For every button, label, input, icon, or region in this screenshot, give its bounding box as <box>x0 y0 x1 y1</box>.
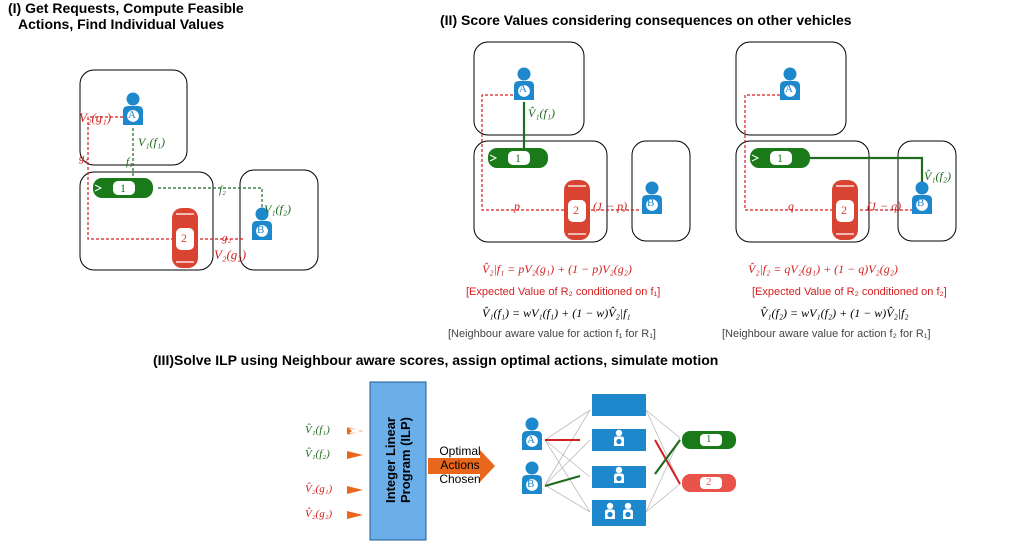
label-car2-p3: 2 <box>706 476 712 488</box>
input-vhat1f2: V̂₁(f₂) <box>305 448 330 460</box>
eq-right-1: V̂₂|f₂ = qV₂(g₁) + (1 − q)V₂(g₂) <box>748 262 898 276</box>
eq-right-3: V̂₁(f₂) = wV₁(f₂) + (1 − w)V̂₂|f₂ <box>760 306 909 320</box>
eq-right-2: [Expected Value of R₂ conditioned on f₂] <box>752 286 947 298</box>
section-1-title-line1: (I) Get Requests, Compute Feasible <box>8 0 244 16</box>
label-b-p2r: B <box>917 197 925 209</box>
label-car2-p2r: 2 <box>841 203 847 217</box>
label-g1: g₁ <box>79 152 89 164</box>
label-car1-p1: 1 <box>120 181 126 195</box>
ilp-label-line1: Integer Linear <box>383 417 398 503</box>
label-f2: f₂ <box>219 184 226 196</box>
optimal-line3: Chosen <box>439 472 481 486</box>
label-b-p3: B <box>527 478 535 490</box>
label-v1f2: V₁(f₂) <box>264 202 291 216</box>
ilp-box <box>369 381 427 541</box>
label-b-p1: B <box>257 224 265 236</box>
input-vhat1f1: V̂₁(f₁) <box>305 424 330 436</box>
eq-right-4: [Neighbour aware value for action f₂ for… <box>722 328 931 340</box>
label-car1-p2r: 1 <box>777 151 783 165</box>
label-b-p2l: B <box>647 197 655 209</box>
panel-1 <box>79 69 319 271</box>
label-car2-p2l: 2 <box>573 203 579 217</box>
optimal-actions-label: Optimal Actions Chosen <box>430 444 490 486</box>
label-car2-p1: 2 <box>181 231 187 245</box>
label-vhat1f2: V̂₁(f₂) <box>924 169 951 183</box>
eq-left-3: V̂₁(f₁) = wV₁(f₁) + (1 − w)V̂₂|f₁ <box>482 306 631 320</box>
label-vhat1f1: V̂₁(f₁) <box>528 106 555 120</box>
label-p: p <box>514 199 520 213</box>
section-1-title: (I) Get Requests, Compute Feasible Actio… <box>8 0 244 32</box>
section-3-title: (III)Solve ILP using Neighbour aware sco… <box>153 352 719 368</box>
label-f1: f₁ <box>126 156 133 168</box>
ilp-label-line2: Program (ILP) <box>398 417 413 503</box>
label-v2g1: V₂(g₁) <box>79 110 112 125</box>
label-a-p1: A <box>128 109 136 121</box>
label-a-p2r: A <box>785 83 793 95</box>
optimal-line2: Actions <box>440 458 480 472</box>
label-1mq: (1 − q) <box>867 199 902 213</box>
panel-2-right <box>735 41 957 243</box>
zone-b <box>239 169 319 271</box>
optimal-line1: Optimal <box>439 444 481 458</box>
zone-car <box>79 171 214 271</box>
label-g2: g₂ <box>222 232 232 244</box>
eq-left-1: V̂₂|f₁ = pV₂(g₁) + (1 − p)V₂(g₂) <box>482 262 632 276</box>
action-ab <box>592 500 646 526</box>
eq-left-2: [Expected Value of R₂ conditioned on f₁] <box>466 286 661 298</box>
input-vhat2g2: V̂₂(g₂) <box>305 508 333 520</box>
input-vhat2g1: V̂₂(g₁) <box>305 483 333 495</box>
ilp-label: Integer Linear Program (ILP) <box>383 400 413 520</box>
label-v1f1: V₁(f₁) <box>138 135 165 149</box>
label-a-p2l: A <box>519 83 527 95</box>
label-car1-p2l: 1 <box>515 151 521 165</box>
label-v2g2: V₂(g₂) <box>214 247 247 262</box>
eq-left-4: [Neighbour aware value for action f₁ for… <box>448 328 656 340</box>
panel-2-left <box>473 41 691 243</box>
panel-3 <box>347 381 736 541</box>
section-2-title: (II) Score Values considering consequenc… <box>440 12 852 28</box>
action-empty <box>592 394 646 416</box>
label-q: q <box>788 199 794 213</box>
label-a-p3: A <box>527 434 535 446</box>
label-1mp: (1 − p) <box>593 199 628 213</box>
label-car1-p3: 1 <box>706 433 712 445</box>
section-1-title-line2: Actions, Find Individual Values <box>18 16 225 32</box>
